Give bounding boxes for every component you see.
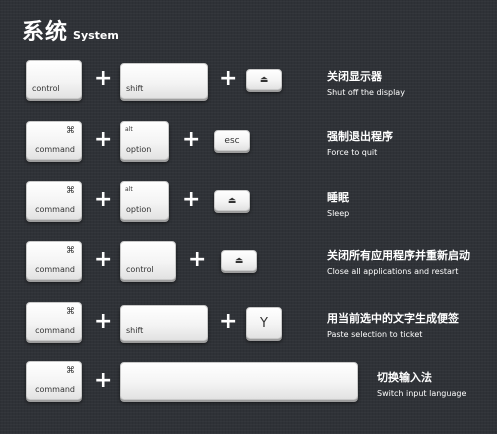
description-chinese: 关闭显示器: [327, 70, 382, 83]
title-english: System: [73, 29, 119, 42]
shortcut-description: 关闭显示器 Shut off the display: [327, 68, 405, 97]
plus-sign: +: [182, 187, 201, 212]
command-icon: ⌘: [66, 186, 75, 196]
eject-key: ⏏: [246, 69, 282, 90]
control-key: control: [120, 241, 176, 280]
plus-sign: +: [182, 127, 201, 152]
description-chinese: 睡眠: [327, 191, 349, 204]
option-key: alt option: [120, 181, 169, 220]
eject-key: ⏏: [221, 250, 257, 271]
control-key: control: [26, 60, 82, 99]
command-key: ⌘ command: [26, 361, 82, 400]
esc-key: esc: [214, 130, 250, 151]
y-key: Y: [246, 307, 282, 339]
key-label: command: [35, 145, 75, 154]
key-label: esc: [224, 135, 240, 146]
title-chinese: 系统: [22, 20, 69, 45]
shortcut-description: 用当前选中的文字生成便签 Paste selection to ticket: [327, 310, 459, 339]
plus-sign: +: [94, 127, 113, 152]
plus-sign: +: [219, 66, 238, 91]
eject-icon: ⏏: [227, 195, 237, 206]
key-label: control: [126, 265, 154, 274]
key-label: command: [35, 205, 75, 214]
description-chinese: 强制退出程序: [327, 130, 393, 143]
command-icon: ⌘: [66, 366, 75, 376]
plus-sign: +: [188, 247, 207, 272]
command-key: ⌘ command: [26, 181, 82, 220]
description-english: Sleep: [327, 209, 350, 218]
space-key: [120, 362, 358, 400]
key-label: option: [126, 205, 152, 214]
command-icon: ⌘: [66, 307, 75, 317]
description-chinese: 关闭所有应用程序并重新启动: [327, 249, 470, 262]
command-icon: ⌘: [66, 126, 75, 136]
eject-key: ⏏: [214, 190, 250, 211]
option-key: alt option: [120, 121, 169, 160]
key-label: shift: [126, 84, 144, 93]
shortcut-description: 睡眠 Sleep: [327, 189, 349, 218]
shortcut-description: 切换输入法 Switch input language: [377, 369, 466, 398]
description-english: Force to quit: [327, 148, 378, 157]
shift-key: shift: [120, 305, 208, 341]
description-chinese: 用当前选中的文字生成便签: [327, 312, 459, 325]
key-label: control: [32, 84, 60, 93]
command-icon: ⌘: [66, 246, 75, 256]
page-title: 系统 System: [22, 14, 119, 46]
plus-sign: +: [94, 368, 113, 393]
shift-key: shift: [120, 63, 208, 99]
command-key: ⌘ command: [26, 121, 82, 160]
key-label: Y: [260, 315, 268, 331]
plus-sign: +: [94, 309, 113, 334]
plus-sign: +: [94, 187, 113, 212]
key-label: command: [35, 265, 75, 274]
key-label: option: [126, 145, 152, 154]
eject-icon: ⏏: [234, 255, 244, 266]
eject-icon: ⏏: [259, 74, 269, 85]
command-key: ⌘ command: [26, 302, 82, 341]
key-top-label: alt: [125, 186, 133, 193]
plus-sign: +: [219, 309, 238, 334]
description-english: Switch input language: [377, 389, 467, 398]
command-key: ⌘ command: [26, 241, 82, 280]
description-english: Close all applications and restart: [327, 267, 459, 276]
key-label: command: [35, 385, 75, 394]
description-english: Paste selection to ticket: [327, 330, 423, 339]
key-top-label: alt: [125, 126, 133, 133]
plus-sign: +: [94, 247, 113, 272]
shortcut-description: 强制退出程序 Force to quit: [327, 128, 393, 157]
description-english: Shut off the display: [327, 88, 405, 97]
description-chinese: 切换输入法: [377, 371, 432, 384]
key-label: command: [35, 326, 75, 335]
plus-sign: +: [94, 66, 113, 91]
key-label: shift: [126, 326, 144, 335]
shortcut-description: 关闭所有应用程序并重新启动 Close all applications and…: [327, 247, 470, 276]
